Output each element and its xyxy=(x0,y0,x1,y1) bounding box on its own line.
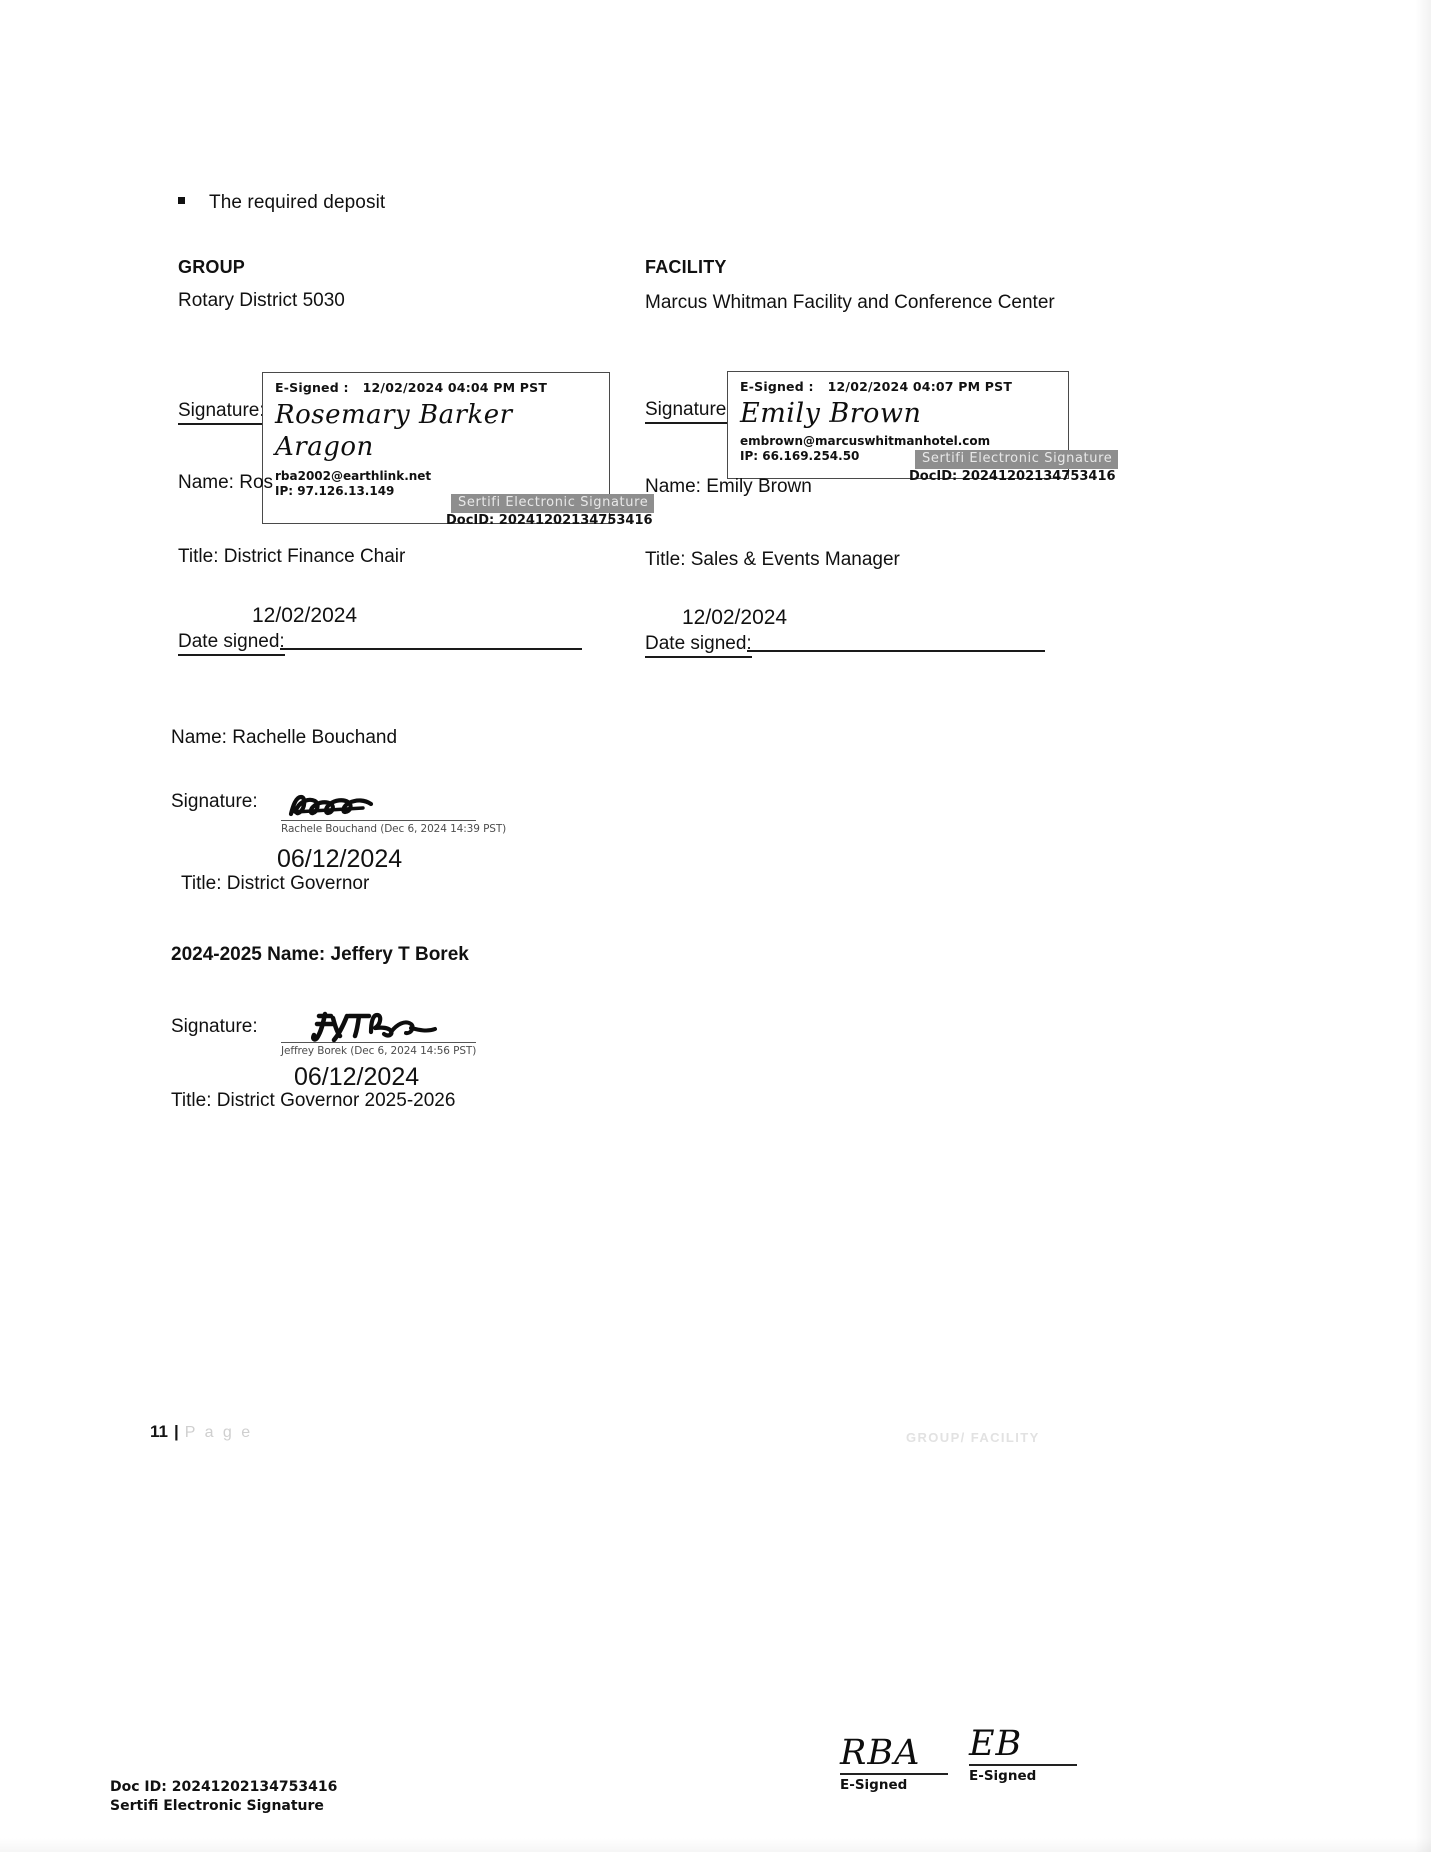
date-value-group: 12/02/2024 xyxy=(252,604,358,627)
page-number-value: 11 xyxy=(150,1422,168,1441)
footer-group-facility-label: GROUP/ FACILITY xyxy=(906,1430,1040,1445)
group-value: Rotary District 5030 xyxy=(178,290,345,311)
date-value-signer-1: 06/12/2024 xyxy=(277,845,403,873)
esign-label-group: E-Signed : xyxy=(275,380,349,395)
handwritten-signature-signer-1: Rachele Bouchand (Dec 6, 2024 14:39 PST) xyxy=(281,790,506,835)
sertifi-watermark-facility: Sertifi Electronic Signature xyxy=(915,450,1119,470)
signature-caption-signer-2: Jeffrey Borek (Dec 6, 2024 14:56 PST) xyxy=(281,1045,477,1057)
page-word-label: P a g e xyxy=(184,1424,253,1441)
name-row-signer-2: 2024-2025 Name: Jeffery T Borek xyxy=(171,944,469,965)
bullet-square-icon xyxy=(178,197,185,204)
esign-script-group-line2: Aragon xyxy=(275,431,374,462)
initials-block-facility: EB E-Signed xyxy=(969,1727,1077,1784)
date-signed-rule-facility xyxy=(747,650,1045,652)
scan-edge-shading-bottom xyxy=(0,1838,1431,1852)
scan-edge-shading-right xyxy=(1415,0,1431,1852)
sertifi-watermark-group: Sertifi Electronic Signature xyxy=(451,494,655,514)
footer-doc-id-line: Doc ID: 20241202134753416 xyxy=(110,1779,338,1795)
esign-ip-group: IP: 97.126.13.149 xyxy=(275,483,395,498)
initials-caption-facility: E-Signed xyxy=(969,1768,1037,1784)
esign-script-group-line1: Rosemary Barker xyxy=(275,400,513,430)
initials-block-group: RBA E-Signed xyxy=(840,1736,948,1793)
esign-email-facility: embrown@marcuswhitmanhotel.com xyxy=(740,434,991,449)
date-value-facility: 12/02/2024 xyxy=(682,606,788,629)
name-row-signer-1: Name: Rachelle Bouchand xyxy=(171,727,398,748)
initials-rule-group xyxy=(840,1773,948,1775)
signature-caption-signer-1: Rachele Bouchand (Dec 6, 2024 14:39 PST) xyxy=(281,823,507,835)
group-header: GROUP xyxy=(178,257,246,277)
initials-caption-group: E-Signed xyxy=(840,1777,908,1793)
esign-ip-facility: IP: 66.169.254.50 xyxy=(740,449,860,464)
docid-group: DocID: 20241202134753416 xyxy=(446,513,653,528)
facility-value: Marcus Whitman Facility and Conference C… xyxy=(645,292,1055,313)
bullet-list-item: The required deposit xyxy=(178,192,385,214)
esign-stamp-facility: E-Signed : 12/02/2024 04:07 PM PST Emily … xyxy=(727,371,1069,479)
date-signed-label-facility: Date signed: xyxy=(645,633,752,658)
signature-label-group: Signature: xyxy=(178,400,265,425)
name-row-facility: Name: Emily Brown xyxy=(645,476,812,497)
signature-stroke-icon xyxy=(288,794,374,817)
initials-rule-facility xyxy=(969,1764,1077,1766)
facility-header: FACILITY xyxy=(645,257,727,277)
esign-stamp-group: E-Signed : 12/02/2024 04:04 PM PST Rosema… xyxy=(262,372,610,524)
footer-doc-id: Doc ID: 20241202134753416 Sertifi Electr… xyxy=(110,1778,337,1816)
esign-stamp-header-group: E-Signed : 12/02/2024 04:04 PM PST xyxy=(275,380,599,395)
page-footer-number: 11 | P a g e xyxy=(150,1422,253,1442)
initials-glyph-group: RBA xyxy=(840,1733,921,1773)
signature-rule-signer-1 xyxy=(281,790,476,821)
title-row-facility: Title: Sales & Events Manager xyxy=(645,549,900,570)
handwritten-signature-signer-2: Jeffrey Borek (Dec 6, 2024 14:56 PST) xyxy=(281,1011,477,1057)
name-row-group: Name: Ros xyxy=(178,472,274,493)
signature-label-signer-2: Signature: xyxy=(171,1016,258,1037)
esign-datetime-facility: 12/02/2024 04:07 PM PST xyxy=(827,379,1013,394)
date-signed-label-group: Date signed: xyxy=(178,631,285,656)
page-number-separator: | xyxy=(173,1422,179,1441)
title-row-signer-2: Title: District Governor 2025-2026 xyxy=(171,1090,456,1111)
signature-stroke-icon xyxy=(311,1011,437,1043)
signature-label-facility: Signature: xyxy=(645,399,732,424)
signature-rule-signer-2 xyxy=(281,1011,476,1043)
footer-sertifi-line: Sertifi Electronic Signature xyxy=(110,1797,324,1814)
date-signed-rule-group xyxy=(280,648,582,650)
docid-facility: DocID: 20241202134753416 xyxy=(909,469,1116,484)
date-value-signer-2: 06/12/2024 xyxy=(294,1063,420,1091)
esign-label-facility: E-Signed : xyxy=(740,379,814,394)
esign-datetime-group: 12/02/2024 04:04 PM PST xyxy=(362,380,548,395)
title-row-signer-1: Title: District Governor xyxy=(181,873,370,894)
title-row-group: Title: District Finance Chair xyxy=(178,546,406,567)
esign-email-group: rba2002@earthlink.net xyxy=(275,468,432,483)
bullet-item-text: The required deposit xyxy=(209,192,386,213)
esign-stamp-header-facility: E-Signed : 12/02/2024 04:07 PM PST xyxy=(740,379,1058,394)
esign-script-facility: Emily Brown xyxy=(740,398,922,429)
signature-label-signer-1: Signature: xyxy=(171,791,258,812)
initials-glyph-facility: EB xyxy=(969,1724,1023,1764)
